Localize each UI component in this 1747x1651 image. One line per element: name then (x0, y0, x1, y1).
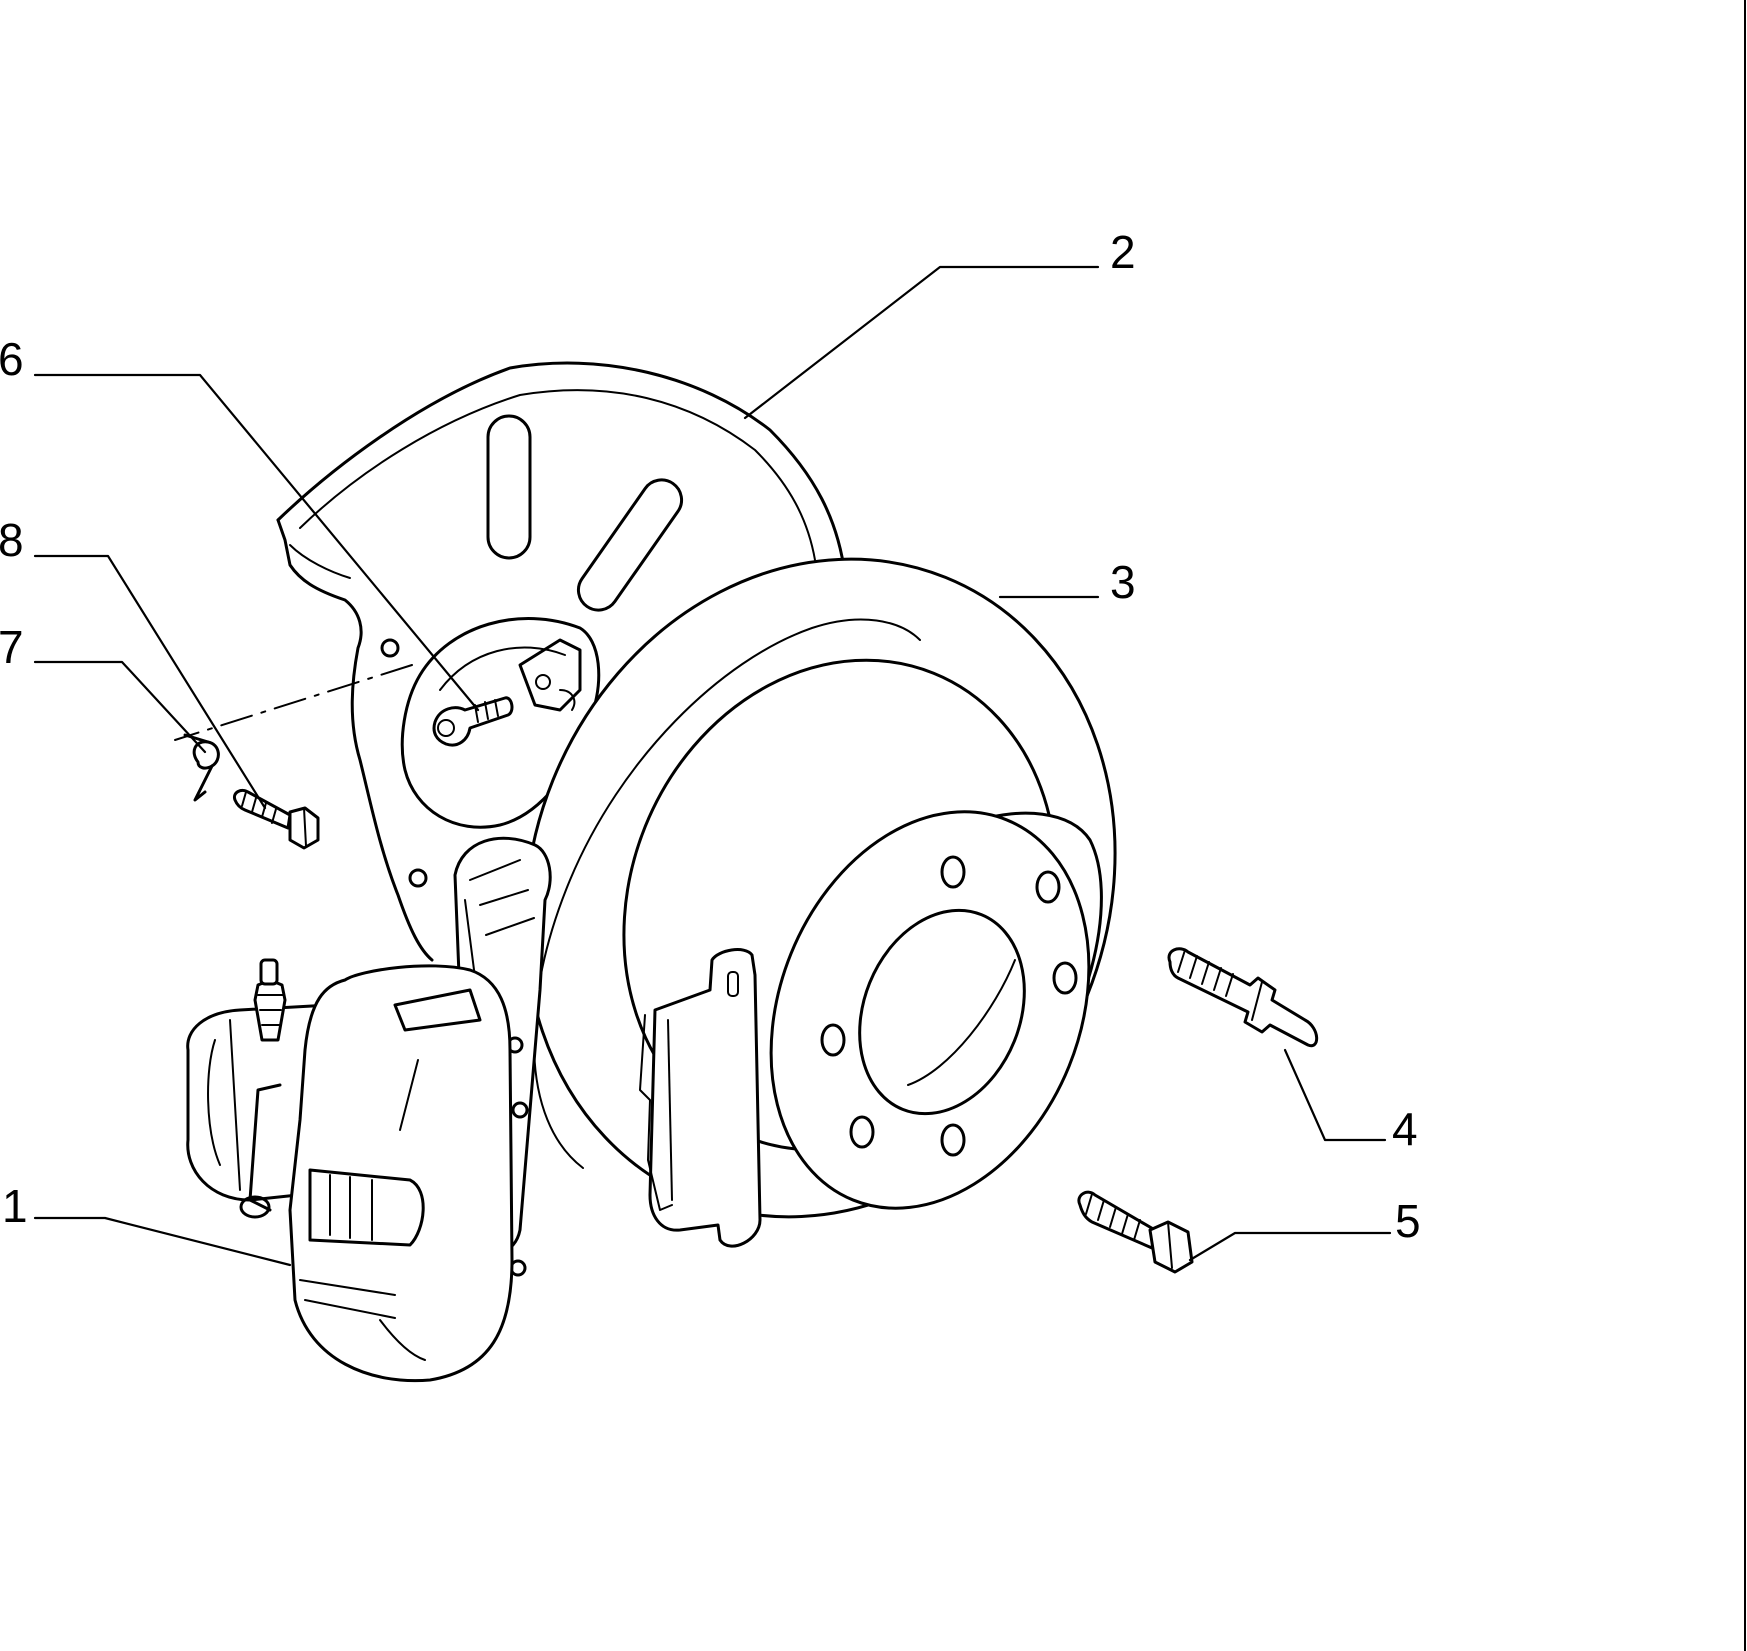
callout-1: 1 (2, 1180, 28, 1232)
callout-5: 5 (1395, 1195, 1421, 1247)
wheel-stud (1167, 947, 1319, 1048)
callout-3: 3 (1110, 556, 1136, 608)
brake-pad-front (639, 948, 762, 1248)
brake-caliper (186, 958, 514, 1383)
callout-7: 7 (0, 621, 24, 673)
small-bolt (232, 788, 320, 850)
leader-lines (33, 265, 1392, 1267)
callout-2: 2 (1110, 226, 1136, 278)
retaining-clip (183, 733, 220, 802)
callout-8: 8 (0, 514, 24, 566)
callout-6: 6 (0, 333, 24, 385)
dust-shield (174, 361, 847, 962)
callout-4: 4 (1392, 1103, 1418, 1155)
shield-bolt (432, 696, 514, 747)
caliper-bolt (1077, 1190, 1194, 1274)
